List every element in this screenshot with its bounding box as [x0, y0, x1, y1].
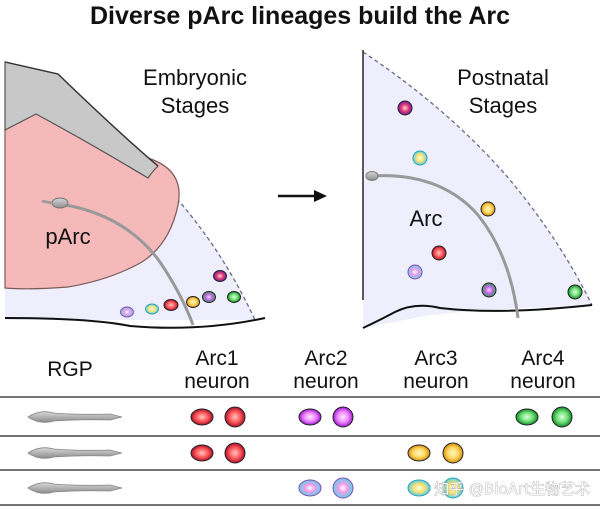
arc-label: Arc — [410, 206, 443, 231]
neuron-icon — [442, 477, 464, 499]
neuron-icon — [298, 479, 322, 497]
neuron-icon — [567, 284, 583, 300]
lineage-row — [27, 442, 464, 464]
neuron-icon — [298, 408, 322, 426]
neuron-icon — [412, 150, 428, 166]
lineage-row — [27, 477, 464, 499]
rgp-cell-icon — [27, 447, 123, 459]
neuron-icon — [332, 477, 354, 499]
postnatal-label-line1: Postnatal — [457, 65, 549, 90]
lineage-table: RGP Arc1 neuron Arc2 neuron Arc3 neuron … — [0, 347, 600, 506]
postnatal-rgp-fiber — [371, 174, 520, 319]
neuron-icon — [397, 100, 413, 116]
embryonic-floor — [4, 317, 266, 329]
transition-arrow-icon — [278, 190, 327, 202]
embryonic-rgp-process — [41, 199, 53, 205]
embryonic-label-line2: Stages — [161, 93, 230, 118]
neuron-icon — [190, 408, 214, 426]
neuron-icon — [480, 201, 496, 217]
neuron-icon — [163, 299, 179, 311]
rgp-cell-icon — [27, 482, 123, 494]
postnatal-dashed-border — [362, 51, 593, 306]
postnatal-rgp-soma-icon — [365, 171, 379, 181]
neuron-icon — [186, 296, 200, 308]
neuron-icon — [481, 282, 497, 298]
neuron-icon — [224, 442, 246, 464]
neuron-icon — [407, 444, 431, 462]
column-header-arc3-line1: Arc3 — [414, 347, 457, 370]
neuron-icon — [551, 406, 573, 428]
watermark: 知乎 @BioArt生物艺术 — [434, 480, 590, 498]
column-header-arc3-line2: neuron — [403, 370, 468, 393]
embryonic-label-line1: Embryonic — [143, 65, 247, 90]
embryonic-rgp-fiber — [59, 202, 195, 326]
column-header-arc2-line2: neuron — [293, 370, 358, 393]
postnatal-floor — [362, 304, 593, 329]
column-header-arc2-line1: Arc2 — [304, 347, 347, 370]
neuron-icon — [431, 245, 447, 261]
neuron-icon — [515, 408, 539, 426]
postnatal-label-line2: Stages — [469, 93, 538, 118]
embryonic-dashed-border — [157, 177, 256, 321]
neuron-icon — [332, 406, 354, 428]
column-headers: RGP Arc1 neuron Arc2 neuron Arc3 neuron … — [47, 347, 575, 393]
embryonic-rgp-soma-icon — [51, 197, 69, 209]
embryonic-panel: Embryonic Stages pArc — [4, 61, 266, 329]
neuron-icon — [407, 479, 431, 497]
neuron-icon — [190, 444, 214, 462]
neuron-icon — [202, 291, 216, 303]
figure-title: Diverse pArc lineages build the Arc — [90, 2, 510, 30]
column-header-arc4-line1: Arc4 — [521, 347, 565, 370]
column-header-arc4-line2: neuron — [510, 370, 575, 393]
postnatal-region — [363, 52, 592, 328]
column-header-arc1-line2: neuron — [184, 370, 249, 393]
column-header-rgp: RGP — [47, 358, 93, 381]
column-header-arc1-line1: Arc1 — [195, 347, 238, 370]
rgp-cell-icon — [27, 411, 123, 423]
parc-label: pArc — [45, 224, 90, 249]
lineage-row — [27, 406, 573, 428]
neuron-icon — [145, 303, 159, 315]
postnatal-panel: Postnatal Stages Arc — [362, 50, 593, 329]
neuron-icon — [224, 406, 246, 428]
neuron-icon — [213, 270, 227, 282]
embryonic-ventricle-line — [4, 61, 159, 167]
neuron-icon — [120, 306, 134, 318]
neuron-icon — [407, 264, 423, 280]
neuron-icon — [442, 442, 464, 464]
neuron-icon — [227, 291, 241, 303]
